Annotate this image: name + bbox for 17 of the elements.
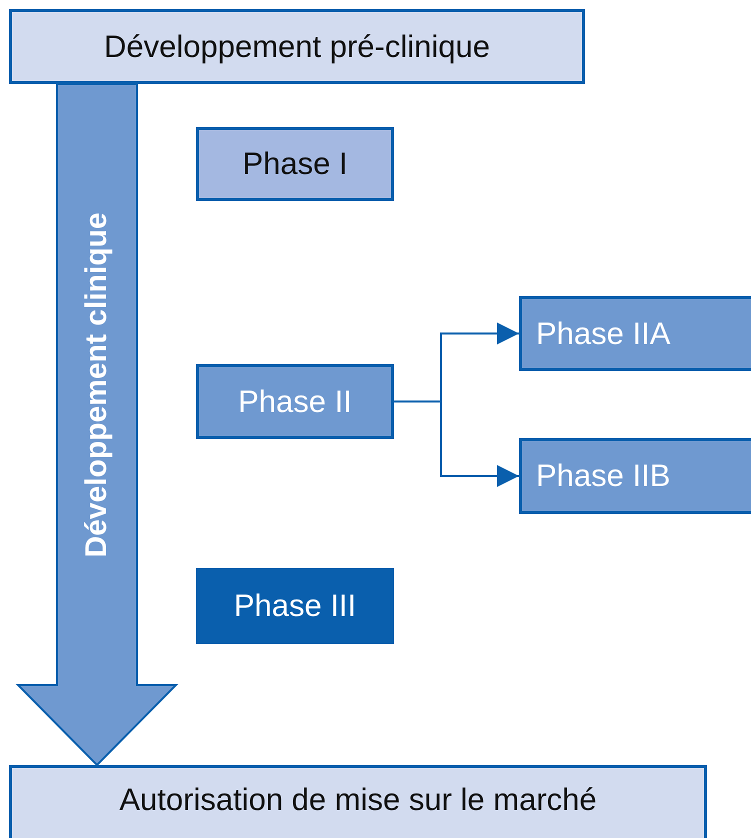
box-label: Phase IIB [536,458,670,494]
phase-box [519,438,751,514]
box-label: Autorisation de mise sur le marché [119,782,597,818]
phase-box [519,296,751,371]
phase-box [196,364,394,439]
edge-label: Développement clinique [80,212,114,558]
phase-box [196,568,394,644]
box-label: Phase III [234,588,356,624]
block-arrow [16,83,178,766]
stage-box [9,9,585,84]
box-label: Développement pré-clinique [104,28,490,64]
connector-arrow [394,400,519,487]
box-label: Phase IIA [536,316,670,352]
phase-box [196,127,394,201]
box-label: Phase II [238,384,352,420]
box-label: Phase I [242,146,348,182]
stage-box [9,765,707,838]
